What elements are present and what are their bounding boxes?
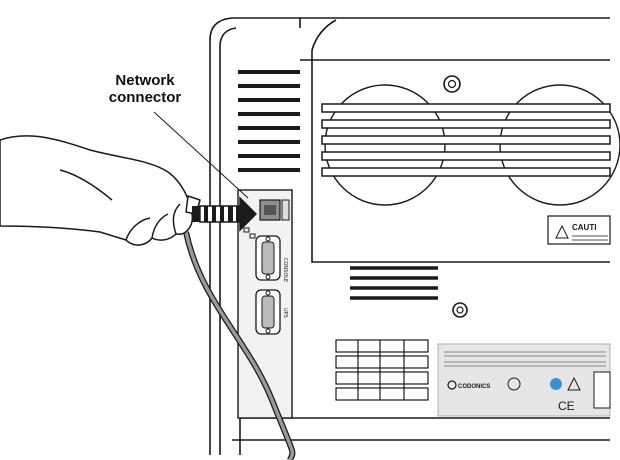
hand: [0, 135, 201, 246]
network-connector-callout: Network connector: [80, 72, 210, 106]
callout-line-2: connector: [108, 89, 182, 106]
fan-right: [499, 84, 620, 206]
network-symbol-icon: [243, 227, 256, 239]
codonics-brand-text: CODONICS: [458, 384, 490, 390]
screw-top: [443, 75, 461, 93]
ups-port: [255, 289, 281, 335]
fan-left: [324, 84, 446, 206]
ce-mark-icon: CE: [558, 399, 575, 413]
usb-port: [281, 199, 290, 221]
console-port: [255, 235, 281, 281]
fan-panel: CAUTI: [321, 75, 620, 245]
callout-line-1: Network: [115, 72, 175, 89]
warning-triangle-icon: [555, 224, 569, 239]
ups-port-label: UPS: [282, 308, 288, 318]
printer-housing: [209, 17, 610, 455]
caution-label: [547, 215, 611, 245]
lower-vent-grid: [335, 339, 429, 401]
lower-vent-upper: [350, 266, 438, 300]
console-port-label: CONSOLE: [282, 258, 288, 282]
insert-arrow-icon: [199, 196, 257, 232]
warning-triangle-icon: [567, 376, 581, 391]
callout-leader-line: [153, 111, 249, 199]
network-cable: [183, 231, 296, 460]
side-vents: [238, 70, 300, 172]
screw-bottom: [452, 302, 468, 318]
caution-text: CAUTI: [572, 223, 596, 232]
recycle-icon: [550, 378, 562, 390]
rear-compliance-label: CODONICS CE: [437, 343, 611, 417]
